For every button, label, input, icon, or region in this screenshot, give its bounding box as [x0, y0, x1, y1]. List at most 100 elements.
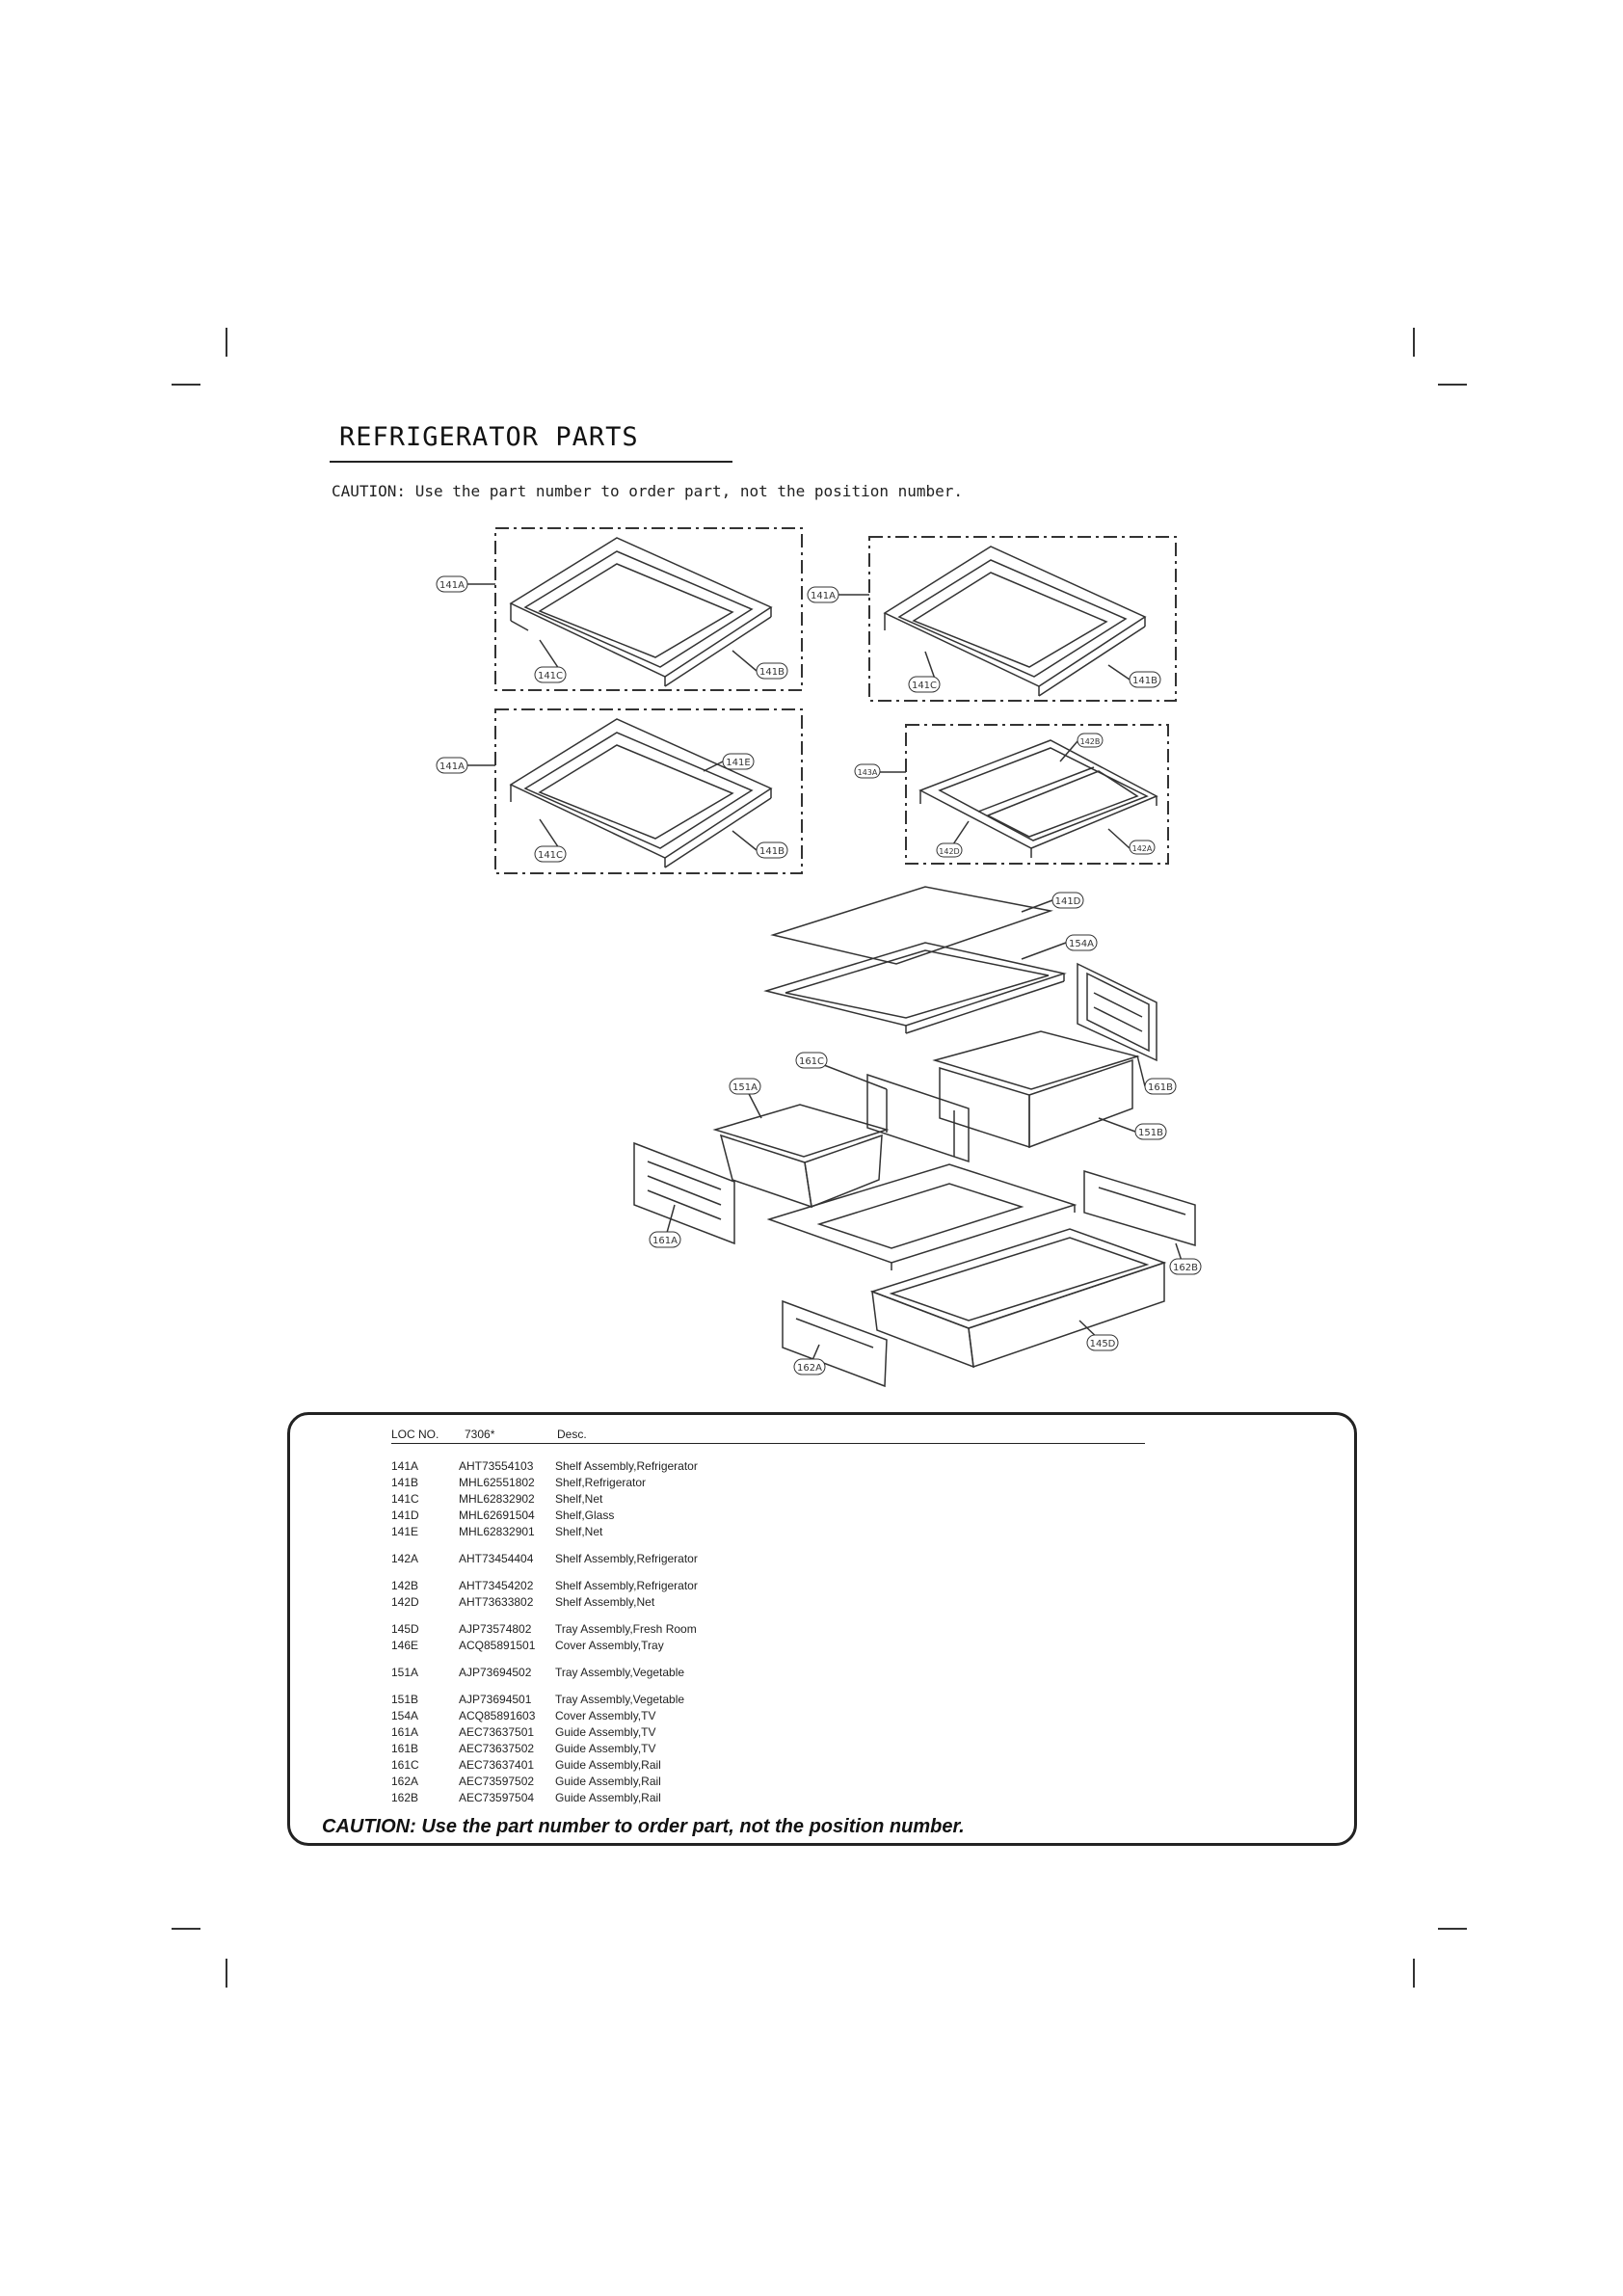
- exploded-parts-diagram: 141A 141C 141B 141A 141C 141B 141A 141E …: [436, 527, 1202, 1388]
- part-number-cell: AHT73454404: [459, 1552, 534, 1565]
- shelf-group-box: [868, 536, 1177, 702]
- description-cell: Shelf Assembly,Net: [555, 1595, 655, 1609]
- part-number-cell: AJP73574802: [459, 1622, 532, 1636]
- guide-162a-drawing: [782, 1299, 888, 1388]
- crop-mark: [172, 384, 200, 386]
- description-cell: Tray Assembly,Vegetable: [555, 1666, 685, 1679]
- loc-no-cell: 141A: [391, 1459, 419, 1473]
- loc-no-cell: 141B: [391, 1476, 419, 1489]
- loc-no-cell: 162A: [391, 1775, 419, 1788]
- loc-no-cell: 141E: [391, 1525, 419, 1538]
- callout-label: 141D: [1055, 896, 1081, 907]
- header-loc-no: LOC NO.: [391, 1428, 439, 1441]
- part-number-cell: AJP73694502: [459, 1666, 532, 1679]
- callout-label: 141A: [439, 580, 465, 591]
- loc-no-cell: 151B: [391, 1693, 419, 1706]
- loc-no-cell: 151A: [391, 1666, 419, 1679]
- part-number-cell: AEC73637502: [459, 1742, 535, 1755]
- callout-label: 141A: [811, 591, 836, 601]
- cover-tray-drawing: [766, 1163, 1078, 1270]
- description-cell: Shelf Assembly,Refrigerator: [555, 1552, 698, 1565]
- shelf-141-drawing: [883, 546, 1147, 697]
- parts-table-header: LOC NO. 7306* Desc.: [391, 1428, 1145, 1444]
- part-number-cell: AEC73637401: [459, 1758, 535, 1772]
- loc-no-cell: 161A: [391, 1725, 419, 1739]
- loc-no-cell: 141D: [391, 1508, 419, 1522]
- tray-fresh-room-drawing: [869, 1228, 1167, 1369]
- loc-no-cell: 146E: [391, 1639, 419, 1652]
- vegetable-tray-151b-drawing: [932, 1030, 1140, 1149]
- part-number-cell: AEC73597504: [459, 1791, 535, 1804]
- description-cell: Shelf,Refrigerator: [555, 1476, 647, 1489]
- shelf-group-box: [494, 708, 803, 874]
- part-number-cell: AHT73633802: [459, 1595, 534, 1609]
- description-cell: Tray Assembly,Vegetable: [555, 1693, 685, 1706]
- callout-label: 162B: [1173, 1263, 1198, 1273]
- callout-label: 151B: [1138, 1128, 1163, 1138]
- description-cell: Shelf,Glass: [555, 1508, 615, 1522]
- callout-label: 142B: [1080, 737, 1101, 746]
- shelf-141-drawing: [509, 537, 773, 687]
- description-cell: Shelf,Net: [555, 1492, 603, 1506]
- crop-mark: [1413, 328, 1415, 357]
- loc-no-cell: 142D: [391, 1595, 419, 1609]
- description-cell: Guide Assembly,Rail: [555, 1791, 661, 1804]
- crop-mark: [226, 328, 227, 357]
- part-number-cell: ACQ85891603: [459, 1709, 536, 1722]
- callout-label: 141B: [1132, 676, 1157, 686]
- shelf-141-drawing: [509, 718, 773, 868]
- description-cell: Shelf Assembly,Refrigerator: [555, 1579, 698, 1592]
- header-part-number: 7306*: [465, 1428, 495, 1441]
- page-title: REFRIGERATOR PARTS: [339, 422, 639, 452]
- callout-label: 142A: [1132, 844, 1153, 853]
- loc-no-cell: 161C: [391, 1758, 419, 1772]
- part-number-cell: MHL62691504: [459, 1508, 535, 1522]
- loc-no-cell: 142B: [391, 1579, 419, 1592]
- description-cell: Guide Assembly,Rail: [555, 1775, 661, 1788]
- description-cell: Guide Assembly,Rail: [555, 1758, 661, 1772]
- shelf-group-box: [905, 724, 1169, 865]
- crop-mark: [1413, 1959, 1415, 1988]
- part-number-cell: MHL62832902: [459, 1492, 535, 1506]
- callout-label: 161C: [799, 1056, 824, 1067]
- loc-no-cell: 142A: [391, 1552, 419, 1565]
- callout-label: 141A: [439, 761, 465, 772]
- callout-label: 141B: [759, 667, 785, 678]
- description-cell: Shelf Assembly,Refrigerator: [555, 1459, 698, 1473]
- description-cell: Tray Assembly,Fresh Room: [555, 1622, 697, 1636]
- crop-mark: [226, 1959, 227, 1988]
- loc-no-cell: 141C: [391, 1492, 419, 1506]
- guide-162b-drawing: [1083, 1169, 1196, 1247]
- callout-label: 161A: [652, 1236, 678, 1246]
- description-cell: Cover Assembly,TV: [555, 1709, 656, 1722]
- description-cell: Guide Assembly,TV: [555, 1742, 656, 1755]
- callout-label: 141B: [759, 846, 785, 857]
- part-number-cell: MHL62832901: [459, 1525, 535, 1538]
- callout-label: 142D: [939, 847, 959, 856]
- part-number-cell: MHL62551802: [459, 1476, 535, 1489]
- callout-label: 143A: [858, 768, 878, 777]
- callout-label: 162A: [797, 1363, 822, 1374]
- callout-label: 151A: [732, 1082, 758, 1093]
- callout-label: 141E: [726, 758, 750, 768]
- description-cell: Shelf,Net: [555, 1525, 603, 1538]
- crop-mark: [172, 1928, 200, 1930]
- glass-shelf-drawing: [770, 886, 1053, 965]
- guide-161b-drawing: [1077, 962, 1157, 1062]
- guide-161a-drawing: [633, 1141, 735, 1245]
- part-number-cell: AEC73637501: [459, 1725, 535, 1739]
- loc-no-cell: 145D: [391, 1622, 419, 1636]
- guide-rail-161c-drawing: [866, 1073, 970, 1163]
- shelf-142-drawing: [918, 739, 1158, 858]
- callout-label: 141C: [538, 671, 563, 681]
- loc-no-cell: 162B: [391, 1791, 419, 1804]
- header-description: Desc.: [557, 1428, 587, 1441]
- part-number-cell: AHT73554103: [459, 1459, 534, 1473]
- crop-mark: [1438, 384, 1467, 386]
- description-cell: Cover Assembly,Tray: [555, 1639, 664, 1652]
- loc-no-cell: 161B: [391, 1742, 419, 1755]
- part-number-cell: AHT73454202: [459, 1579, 534, 1592]
- loc-no-cell: 154A: [391, 1709, 419, 1722]
- part-number-cell: AEC73597502: [459, 1775, 535, 1788]
- callout-label: 154A: [1069, 939, 1094, 949]
